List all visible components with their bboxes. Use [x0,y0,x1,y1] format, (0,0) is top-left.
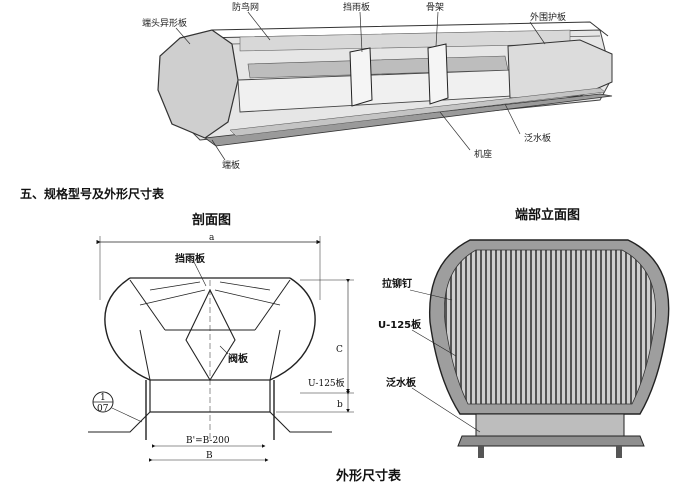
cross-section-labels: a 挡雨板 阀板 C U-125板 b B'=B-200 B [175,233,345,461]
end-elevation-title: 端部立面图 [515,207,580,223]
label-frame: 骨架 [426,2,444,13]
label-outer-panel: 外围护板 [530,11,566,23]
cross-section-title: 剖面图 [192,212,231,228]
table-caption: 外形尺寸表 [335,468,402,484]
label-base: 机座 [474,148,492,160]
flashing-strip [229,87,606,137]
dim-b-prime: B'=B-200 [186,436,230,446]
label-rain-shield: 挡雨板 [343,1,370,13]
label-valve-plate: 阀板 [228,352,249,365]
callout-numerator: 1 [100,393,106,403]
detail-callout: 1 07 [92,391,114,414]
frame-right [427,43,449,105]
base-rail [203,93,613,147]
end-elevation-drawing [409,239,670,458]
label-u125-section: U-125板 [308,377,345,389]
dim-a: a [209,233,215,243]
top-leaders [175,11,546,161]
label-rain-shield-section: 挡雨板 [175,252,206,265]
frame-left [349,47,373,107]
end-shaped-board [157,29,239,139]
label-flashing-end: 泛水板 [386,376,417,389]
top-labels: 端头异形板 防鸟网 挡雨板 骨架 外围护板 端板 机座 泛水板 [142,1,566,171]
label-rivet: 拉铆钉 [382,277,412,290]
end-elevation-labels: 拉铆钉 U-125板 泛水板 [378,277,422,389]
label-flashing-board: 泛水板 [524,132,551,144]
label-end-shaped-board: 端头异形板 [142,17,187,29]
label-end-board: 端板 [222,159,240,171]
dim-b-small: b [337,400,343,410]
callout-denominator: 07 [97,404,109,414]
section-heading: 五、规格型号及外形尺寸表 [20,186,165,201]
dim-c: C [336,345,343,355]
cross-section-drawing [88,236,354,462]
isometric-ventilator [157,21,613,147]
label-bird-net: 防鸟网 [232,1,259,13]
dim-b-big: B [206,451,213,461]
label-u125-end: U-125板 [378,318,422,331]
